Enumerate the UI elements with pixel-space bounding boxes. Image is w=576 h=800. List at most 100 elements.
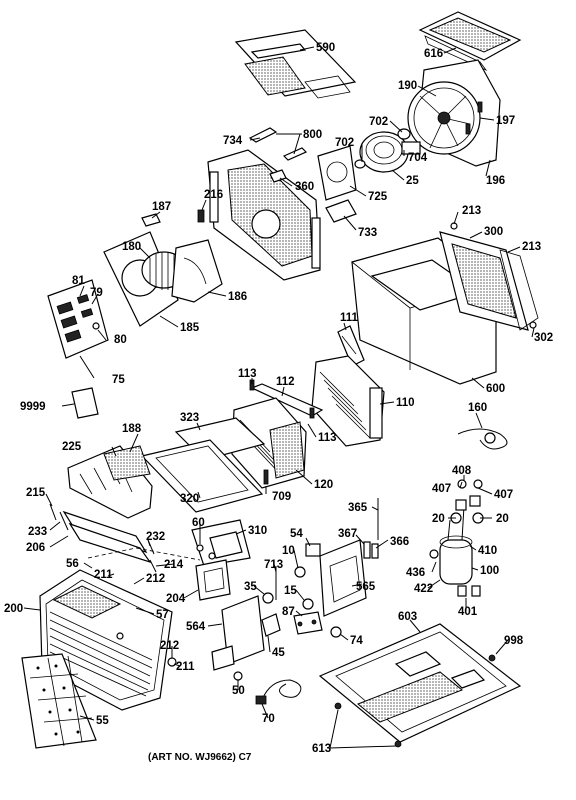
callout-407a: 407 [432,483,451,495]
callout-422: 422 [414,583,433,595]
callout-800: 800 [303,129,322,141]
callout-60: 60 [192,517,205,529]
callout-360: 360 [295,181,314,193]
callout-55: 55 [96,715,109,727]
callout-188: 188 [122,423,142,435]
callout-713: 713 [264,559,283,571]
fan-motor-drawing [354,128,421,173]
callout-436: 436 [406,567,425,579]
callout-725: 725 [368,191,388,203]
callout-120: 120 [314,479,333,491]
callout-81: 81 [72,275,85,287]
callout-80: 80 [114,334,127,346]
top-bracket-drawing [418,11,522,71]
callout-310: 310 [248,525,267,537]
callout-709: 709 [272,491,291,503]
callout-25: 25 [406,175,419,187]
callout-410: 410 [478,545,497,557]
callout-365: 365 [348,502,368,514]
callout-702b: 702 [335,137,354,149]
callout-408: 408 [452,465,472,477]
callout-labels: 590 616 190 197 702 702 704 734 800 360 … [4,42,553,755]
callout-9999: 9999 [20,401,46,413]
callout-232: 232 [146,531,165,543]
motor-mount-drawing [317,145,357,201]
callout-215: 215 [26,487,46,499]
front-grille-drawing [21,547,201,749]
callout-10: 10 [282,545,295,557]
leader-lines [23,46,535,749]
callout-733: 733 [358,227,377,239]
callout-616: 616 [424,48,443,60]
small-bracket-drawing [325,199,357,223]
evaporator-coil-drawing [231,397,307,489]
manual-drawing [71,387,99,419]
callout-300: 300 [484,226,503,238]
callout-74: 74 [350,635,363,647]
callout-196: 196 [486,175,505,187]
callout-197: 197 [496,115,515,127]
callout-211b: 211 [176,661,195,673]
control-panel-drawing [47,279,109,359]
base-pan-drawing [318,623,522,748]
callout-367: 367 [338,528,357,540]
callout-407b: 407 [494,489,513,501]
cabinet-drawing [351,222,539,385]
fan-shroud-drawing [407,59,501,167]
top-panel-drawing [234,29,357,99]
callout-50: 50 [232,685,245,697]
callout-603: 603 [398,611,417,623]
callout-20b: 20 [496,513,509,525]
callout-186: 186 [228,291,247,303]
callout-702a: 702 [369,116,388,128]
bulkhead-drawing [207,127,321,281]
small-electrical-parts-drawing [262,543,323,635]
callout-204: 204 [166,593,186,605]
callout-70: 70 [262,713,275,725]
callout-323: 323 [180,412,199,424]
callout-54: 54 [290,528,303,540]
callout-213b: 213 [522,241,541,253]
callout-20a: 20 [432,513,445,525]
callout-366: 366 [390,536,409,548]
power-cord-drawing [211,595,302,705]
callout-160: 160 [468,402,487,414]
callout-100: 100 [480,565,499,577]
callout-87: 87 [282,606,295,618]
callout-613: 613 [312,743,331,755]
callout-57: 57 [156,609,169,621]
callout-206: 206 [26,542,45,554]
callout-302: 302 [534,332,553,344]
callout-320: 320 [180,493,199,505]
callout-190: 190 [398,80,417,92]
callout-565: 565 [356,581,376,593]
callout-79: 79 [90,287,103,299]
callout-212a: 212 [146,573,165,585]
screw-216-drawing [197,209,205,223]
callout-401: 401 [458,606,478,618]
blower-assembly-drawing [103,231,223,327]
front-frame-drawing [67,445,153,519]
callout-233: 233 [28,526,47,538]
callout-200: 200 [4,603,23,615]
callout-213a: 213 [462,205,481,217]
callout-180: 180 [122,241,141,253]
callout-35: 35 [244,581,257,593]
callout-600: 600 [486,383,505,395]
callout-704: 704 [408,152,428,164]
callout-211a: 211 [94,569,113,581]
callout-214: 214 [164,559,184,571]
electrical-box-drawing [191,519,251,601]
frame-strips-drawing [49,503,157,573]
compressor-drawing [429,479,484,597]
callout-113b: 113 [318,432,337,444]
coil-rails-drawing [249,379,324,419]
bracket-111-drawing [337,325,365,367]
callout-564: 564 [186,621,206,633]
callout-212b: 212 [160,640,179,652]
callout-185: 185 [180,322,200,334]
callout-45: 45 [272,647,285,659]
art-number-caption: (ART NO. WJ9662) C7 [148,752,252,763]
callout-75: 75 [112,374,125,386]
